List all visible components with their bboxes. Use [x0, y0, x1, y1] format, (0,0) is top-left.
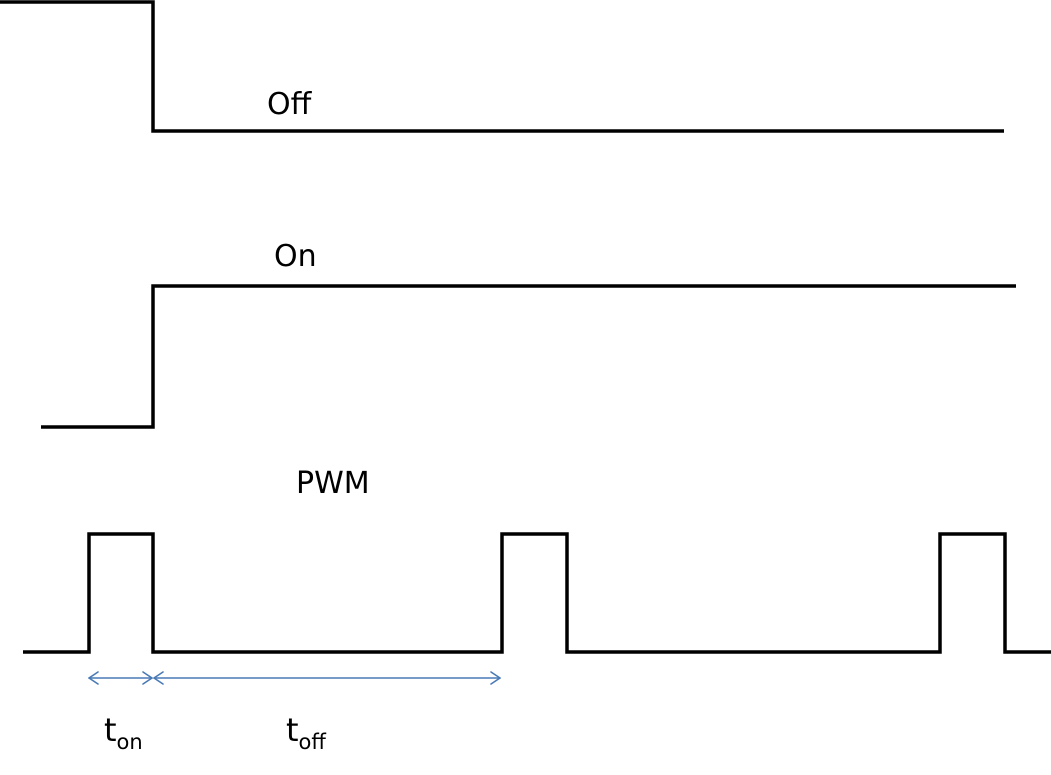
t-off-dimension — [153, 671, 501, 685]
off-label: Off — [267, 87, 313, 122]
pwm-waveform — [23, 532, 1051, 654]
t-off-base: t — [286, 711, 299, 749]
t-on-dimension — [88, 671, 153, 685]
pwm-label: PWM — [296, 466, 370, 501]
t-off-arrowhead-right — [490, 671, 501, 685]
t-on-subscript: on — [117, 730, 143, 754]
t-on-base: t — [104, 711, 117, 749]
on-waveform — [41, 284, 1016, 429]
off-signal: Off — [0, 0, 1004, 133]
pwm-signal: PWM — [23, 466, 1051, 654]
on-label: On — [274, 239, 317, 274]
t-on-arrowhead-left — [88, 671, 99, 685]
t-off-arrowhead-left — [153, 671, 164, 685]
t-on-label: ton — [104, 711, 143, 754]
t-off-subscript: off — [299, 730, 327, 754]
t-on-arrowhead-right — [142, 671, 153, 685]
on-signal: On — [41, 239, 1016, 429]
off-waveform — [0, 0, 1004, 133]
t-off-label: toff — [286, 711, 326, 754]
